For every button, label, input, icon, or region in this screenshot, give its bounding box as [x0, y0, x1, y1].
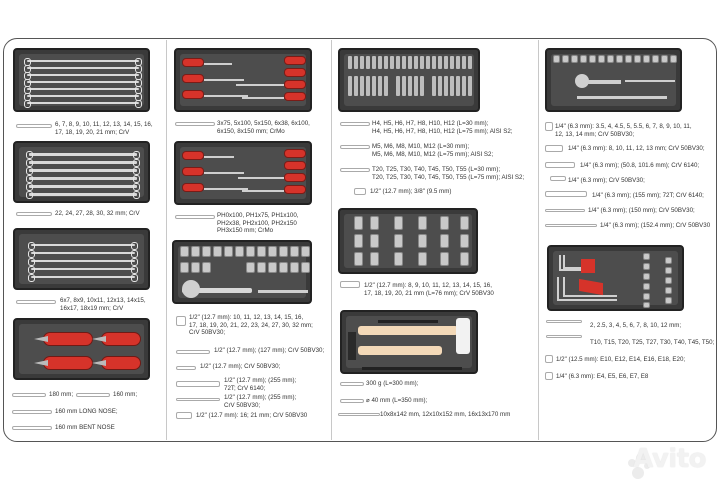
spec-text: H4, H5, H6, H7, H8, H10, H12 (L=30 mm); …: [372, 120, 513, 135]
spec-text: 1/4" (6.3 mm): 8, 10, 11, 12, 13 mm; CrV…: [568, 145, 705, 152]
e-torx-socket-icon: [545, 355, 553, 363]
spec-text: 10x8x142 mm, 12x10x152 mm, 16x13x170 mm: [380, 411, 511, 418]
tray-pliers: [13, 318, 150, 380]
ratchet-icon: [176, 381, 220, 387]
extension-bar-icon: [176, 350, 210, 354]
spec-text: T10, T15, T20, T25, T27, T30, T40, T45, …: [590, 339, 715, 346]
spec-text: 1/2" (12.7 mm); CrV 50BV30;: [200, 363, 281, 370]
tray-bit-sockets: [338, 48, 480, 112]
tray-phillips-screwdrivers: [174, 141, 312, 205]
catalog-frame: [3, 38, 717, 442]
spec-text: 300 g (L=300 mm);: [366, 380, 419, 387]
spec-text: 1/2" (12.7 mm); (255 mm); CrV 50BV30;: [224, 394, 297, 409]
socket-icon: [545, 122, 553, 131]
column-divider: [331, 40, 332, 440]
spec-text: 1/2" (12.7 mm): 8, 9, 10, 11, 12, 13, 14…: [364, 282, 494, 297]
combination-wrench-icon: [16, 212, 52, 216]
spec-text: 160 mm;: [113, 391, 138, 398]
deep-socket-icon: [545, 145, 563, 152]
spec-text: 1/4" (6.3 mm): 3.5, 4, 4.5, 5, 5.5, 6, 7…: [555, 123, 692, 138]
spec-text: 1/2" (12.7 mm); (127 mm); CrV 50BV30;: [214, 347, 325, 354]
hex-bit-socket-icon: [340, 122, 370, 126]
adapter-icon: [354, 188, 366, 195]
spec-text: M5, M6, M8, M10, M12 (L=30 mm); M5, M6, …: [372, 143, 494, 158]
spec-text: 180 mm;: [49, 391, 74, 398]
spec-text: 1/2" (12.7 mm); 3/8" (9.5 mm): [370, 188, 452, 195]
spec-text: 22, 24, 27, 28, 30, 32 mm; CrV: [55, 210, 140, 217]
side-cutter-icon: [76, 393, 110, 397]
tray-quarter-inch-sockets: [545, 48, 682, 112]
spark-plug-socket-icon: [176, 412, 192, 419]
spinner-handle-icon: [545, 209, 585, 212]
spec-text: 6, 7, 8, 9, 10, 11, 12, 13, 14, 15, 16, …: [55, 121, 153, 136]
spec-text: 6x7, 8x9, 10x11, 12x13, 14x15, 16x17, 18…: [60, 297, 146, 312]
tray-combination-wrenches-small: [13, 48, 150, 112]
deep-socket-icon: [340, 281, 360, 288]
tray-double-ring-wrenches: [13, 228, 150, 290]
spec-text: 1/4" (6.3 mm); (152.4 mm); CrV 50BV30: [600, 222, 711, 229]
combination-pliers-icon: [12, 393, 46, 397]
chisel-icon: [338, 413, 380, 416]
column-divider: [538, 40, 539, 440]
spec-text: T20, T25, T30, T40, T45, T50, T55 (L=30 …: [372, 166, 525, 181]
spline-bit-socket-icon: [340, 145, 370, 149]
spec-text: ⌀ 40 mm (L=350 mm);: [366, 397, 428, 404]
tray-deep-sockets: [338, 208, 478, 274]
torx-bit-socket-icon: [340, 168, 370, 172]
ring-wrench-icon: [16, 300, 56, 304]
hammer-icon: [340, 382, 364, 386]
combination-wrench-icon: [16, 124, 52, 128]
socket-icon: [176, 316, 186, 326]
long-nose-pliers-icon: [12, 410, 52, 414]
spec-text: 1/2" (12.5 mm): E10, E12, E14, E16, E18,…: [556, 356, 686, 363]
spec-text: 160 mm LONG NOSE;: [55, 408, 118, 415]
mallet-icon: [340, 399, 364, 403]
spec-text: 160 mm BENT NOSE: [55, 424, 115, 431]
spec-text: 3x75, 5x100, 5x150, 6x38, 6x100, 6x150, …: [217, 120, 310, 135]
tray-flat-screwdrivers: [174, 48, 312, 112]
t-bar-icon: [545, 224, 597, 227]
spec-text: 1/4" (6.3 mm); (50.8, 101.6 mm); CrV 614…: [580, 162, 700, 169]
extension-bar-icon: [545, 162, 575, 168]
spec-text: 2, 2.5, 3, 4, 5, 6, 7, 8, 10, 12 mm;: [590, 322, 682, 329]
t-bar-icon: [176, 398, 220, 401]
spec-text: 1/2" (12.7 mm): 10, 11, 12, 13, 14, 15, …: [189, 314, 313, 337]
spec-text: 1/4" (6.3 mm); CrV 50BV30;: [568, 177, 645, 184]
flat-screwdriver-icon: [175, 122, 215, 126]
hex-key-icon: [546, 320, 582, 323]
universal-joint-icon: [550, 176, 566, 181]
spec-text: 1/2" (12.7 mm); (255 mm); 72T; CrV 6140;: [224, 377, 297, 392]
column-divider: [166, 40, 167, 440]
bent-nose-pliers-icon: [12, 426, 52, 430]
universal-joint-icon: [176, 366, 196, 370]
spec-text: PH0x100, PH1x75, PH1x100, PH2x38, PH2x10…: [217, 212, 299, 235]
e-torx-socket-icon: [545, 372, 553, 380]
tray-half-inch-sockets: [172, 240, 312, 304]
spec-text: 1/4" (6.3 mm); (155 mm); 72T; CrV 6140;: [592, 192, 704, 199]
phillips-screwdriver-icon: [175, 215, 215, 219]
tray-combination-wrenches-large: [13, 141, 150, 203]
tray-hex-torx-keys: [547, 245, 684, 311]
spec-text: 1/4" (6.3 mm); (150 mm); CrV 50BV30;: [588, 207, 695, 214]
ratchet-icon: [545, 191, 587, 197]
spec-text: 1/2" (12.7 mm): 16; 21 mm; CrV 50BV30: [196, 412, 308, 419]
spec-text: 1/4" (6.3 mm): E4, E5, E6, E7, E8: [556, 373, 649, 380]
watermark: Avito: [633, 444, 706, 474]
tray-hammers-chisels: [340, 310, 478, 374]
torx-key-icon: [546, 335, 582, 338]
